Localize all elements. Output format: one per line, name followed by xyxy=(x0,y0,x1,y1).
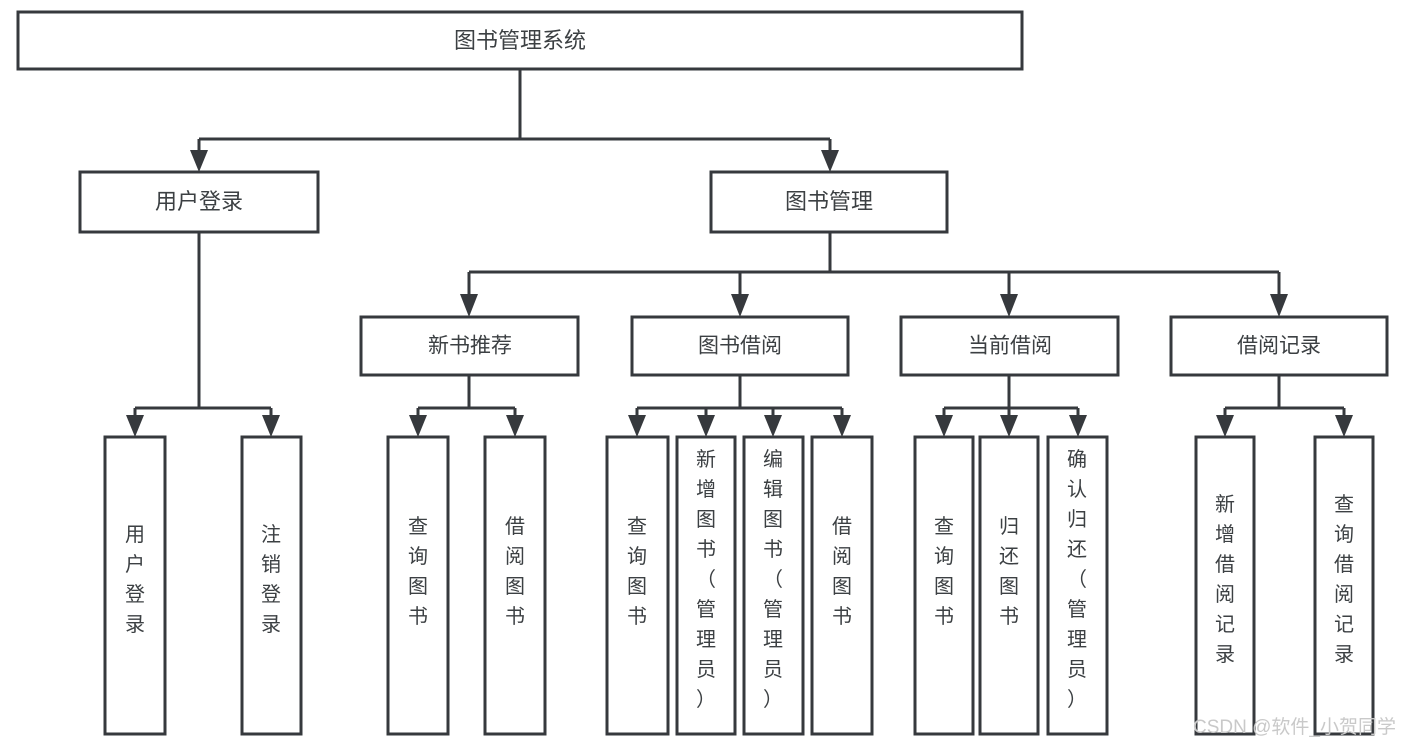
node-root-box xyxy=(16,10,1024,71)
arrowhead-user-login xyxy=(190,150,208,172)
node-leaf-user-login[interactable]: 用户登录 xyxy=(103,435,167,736)
arrowhead-leaf-bb-borrow-book xyxy=(833,415,851,437)
node-leaf-bb-add-book-label: 新增图书（管理员） xyxy=(696,448,716,711)
node-leaf-bb-borrow-book-box xyxy=(810,435,874,736)
node-leaf-rec-query-book-box xyxy=(386,435,450,736)
node-leaf-cb-query-book-box xyxy=(913,435,975,736)
arrowhead-leaf-user-logout xyxy=(262,415,280,437)
node-leaf-user-login-box xyxy=(103,435,167,736)
node-leaf-rec-borrow-book[interactable]: 借阅图书 xyxy=(483,435,547,736)
node-leaf-bb-edit-book-box xyxy=(742,435,805,736)
arrowhead-leaf-bb-query-book xyxy=(628,415,646,437)
node-leaf-br-add-record-box xyxy=(1194,435,1256,736)
arrowhead-book-manage xyxy=(821,150,839,172)
node-leaf-cb-return-book[interactable]: 归还图书 xyxy=(978,435,1040,736)
arrowhead-book-borrow xyxy=(731,294,749,317)
arrowhead-current-borrow xyxy=(1000,294,1018,317)
node-current-borrow-label: 当前借阅 xyxy=(968,335,1052,358)
watermark-text: CSDN @软件_小贺同学 xyxy=(1193,716,1396,738)
arrowhead-leaf-br-query-record xyxy=(1335,415,1353,437)
node-root[interactable]: 图书管理系统 xyxy=(16,10,1024,71)
node-leaf-bb-borrow-book-label: 借阅图书 xyxy=(832,515,852,628)
node-leaf-bb-edit-book-label: 编辑图书（管理员） xyxy=(763,448,783,711)
node-borrow-record-box xyxy=(1169,315,1389,377)
node-leaf-cb-query-book-label: 查询图书 xyxy=(934,515,954,628)
node-leaf-bb-add-book-box xyxy=(675,435,737,736)
node-leaf-bb-query-book-box xyxy=(605,435,670,736)
node-borrow-record[interactable]: 借阅记录 xyxy=(1169,315,1389,377)
node-leaf-bb-edit-book[interactable]: 编辑图书（管理员） xyxy=(742,435,805,736)
node-leaf-bb-borrow-book[interactable]: 借阅图书 xyxy=(810,435,874,736)
node-new-book-rec[interactable]: 新书推荐 xyxy=(359,315,580,377)
node-leaf-br-add-record[interactable]: 新增借阅记录 xyxy=(1194,435,1256,736)
node-leaf-cb-confirm-return-label: 确认归还（管理员） xyxy=(1067,448,1087,711)
node-book-borrow-box xyxy=(630,315,850,377)
node-leaf-rec-query-book[interactable]: 查询图书 xyxy=(386,435,450,736)
node-user-login-label: 用户登录 xyxy=(155,189,243,214)
node-leaf-bb-add-book[interactable]: 新增图书（管理员） xyxy=(675,435,737,736)
leaf-nodes: 用户登录 注销登录 查询图书 借阅图书 查询图书 新增图书（管理员） 编辑图书（… xyxy=(103,435,1375,736)
node-new-book-rec-label: 新书推荐 xyxy=(428,335,512,358)
arrowhead-borrow-record xyxy=(1270,294,1288,317)
node-leaf-br-query-record-label: 查询借阅记录 xyxy=(1334,493,1354,666)
node-leaf-rec-borrow-book-label: 借阅图书 xyxy=(505,515,525,628)
node-book-borrow-label: 图书借阅 xyxy=(698,335,782,358)
arrowhead-leaf-bb-add-book xyxy=(697,415,715,437)
arrowhead-leaf-cb-return-book xyxy=(1000,415,1018,437)
arrowhead-leaf-br-add-record xyxy=(1216,415,1234,437)
node-leaf-br-query-record[interactable]: 查询借阅记录 xyxy=(1313,435,1375,736)
node-leaf-br-query-record-box xyxy=(1313,435,1375,736)
arrowhead-new-book-rec xyxy=(460,294,478,317)
node-user-login-box xyxy=(78,170,320,234)
arrowhead-leaf-cb-query-book xyxy=(935,415,953,437)
arrowhead-leaf-rec-borrow-book xyxy=(506,415,524,437)
node-leaf-cb-query-book[interactable]: 查询图书 xyxy=(913,435,975,736)
node-leaf-bb-query-book[interactable]: 查询图书 xyxy=(605,435,670,736)
node-book-manage-box xyxy=(709,170,949,234)
node-leaf-cb-return-book-box xyxy=(978,435,1040,736)
node-new-book-rec-box xyxy=(359,315,580,377)
arrowhead-leaf-user-login xyxy=(126,415,144,437)
node-leaf-cb-return-book-label: 归还图书 xyxy=(999,515,1019,628)
node-user-login[interactable]: 用户登录 xyxy=(78,170,320,234)
node-leaf-rec-query-book-label: 查询图书 xyxy=(408,515,428,628)
node-leaf-user-logout-label: 注销登录 xyxy=(261,523,281,636)
node-leaf-rec-borrow-book-box xyxy=(483,435,547,736)
node-leaf-cb-confirm-return-box xyxy=(1046,435,1109,736)
node-leaf-cb-confirm-return[interactable]: 确认归还（管理员） xyxy=(1046,435,1109,736)
node-current-borrow[interactable]: 当前借阅 xyxy=(899,315,1120,377)
node-borrow-record-label: 借阅记录 xyxy=(1237,335,1321,358)
node-root-label: 图书管理系统 xyxy=(454,28,586,53)
node-book-manage[interactable]: 图书管理 xyxy=(709,170,949,234)
node-leaf-user-login-label: 用户登录 xyxy=(125,524,145,636)
connectors xyxy=(126,69,1353,437)
node-book-manage-label: 图书管理 xyxy=(785,189,873,214)
node-current-borrow-box xyxy=(899,315,1120,377)
node-leaf-bb-query-book-label: 查询图书 xyxy=(627,515,647,628)
node-leaf-user-logout[interactable]: 注销登录 xyxy=(240,435,303,736)
node-leaf-br-add-record-label: 新增借阅记录 xyxy=(1215,493,1235,666)
arrowhead-leaf-rec-query-book xyxy=(409,415,427,437)
arrowhead-leaf-bb-edit-book xyxy=(764,415,782,437)
arrowhead-leaf-cb-confirm-return xyxy=(1069,415,1087,437)
node-leaf-user-logout-box xyxy=(240,435,303,736)
node-book-borrow[interactable]: 图书借阅 xyxy=(630,315,850,377)
